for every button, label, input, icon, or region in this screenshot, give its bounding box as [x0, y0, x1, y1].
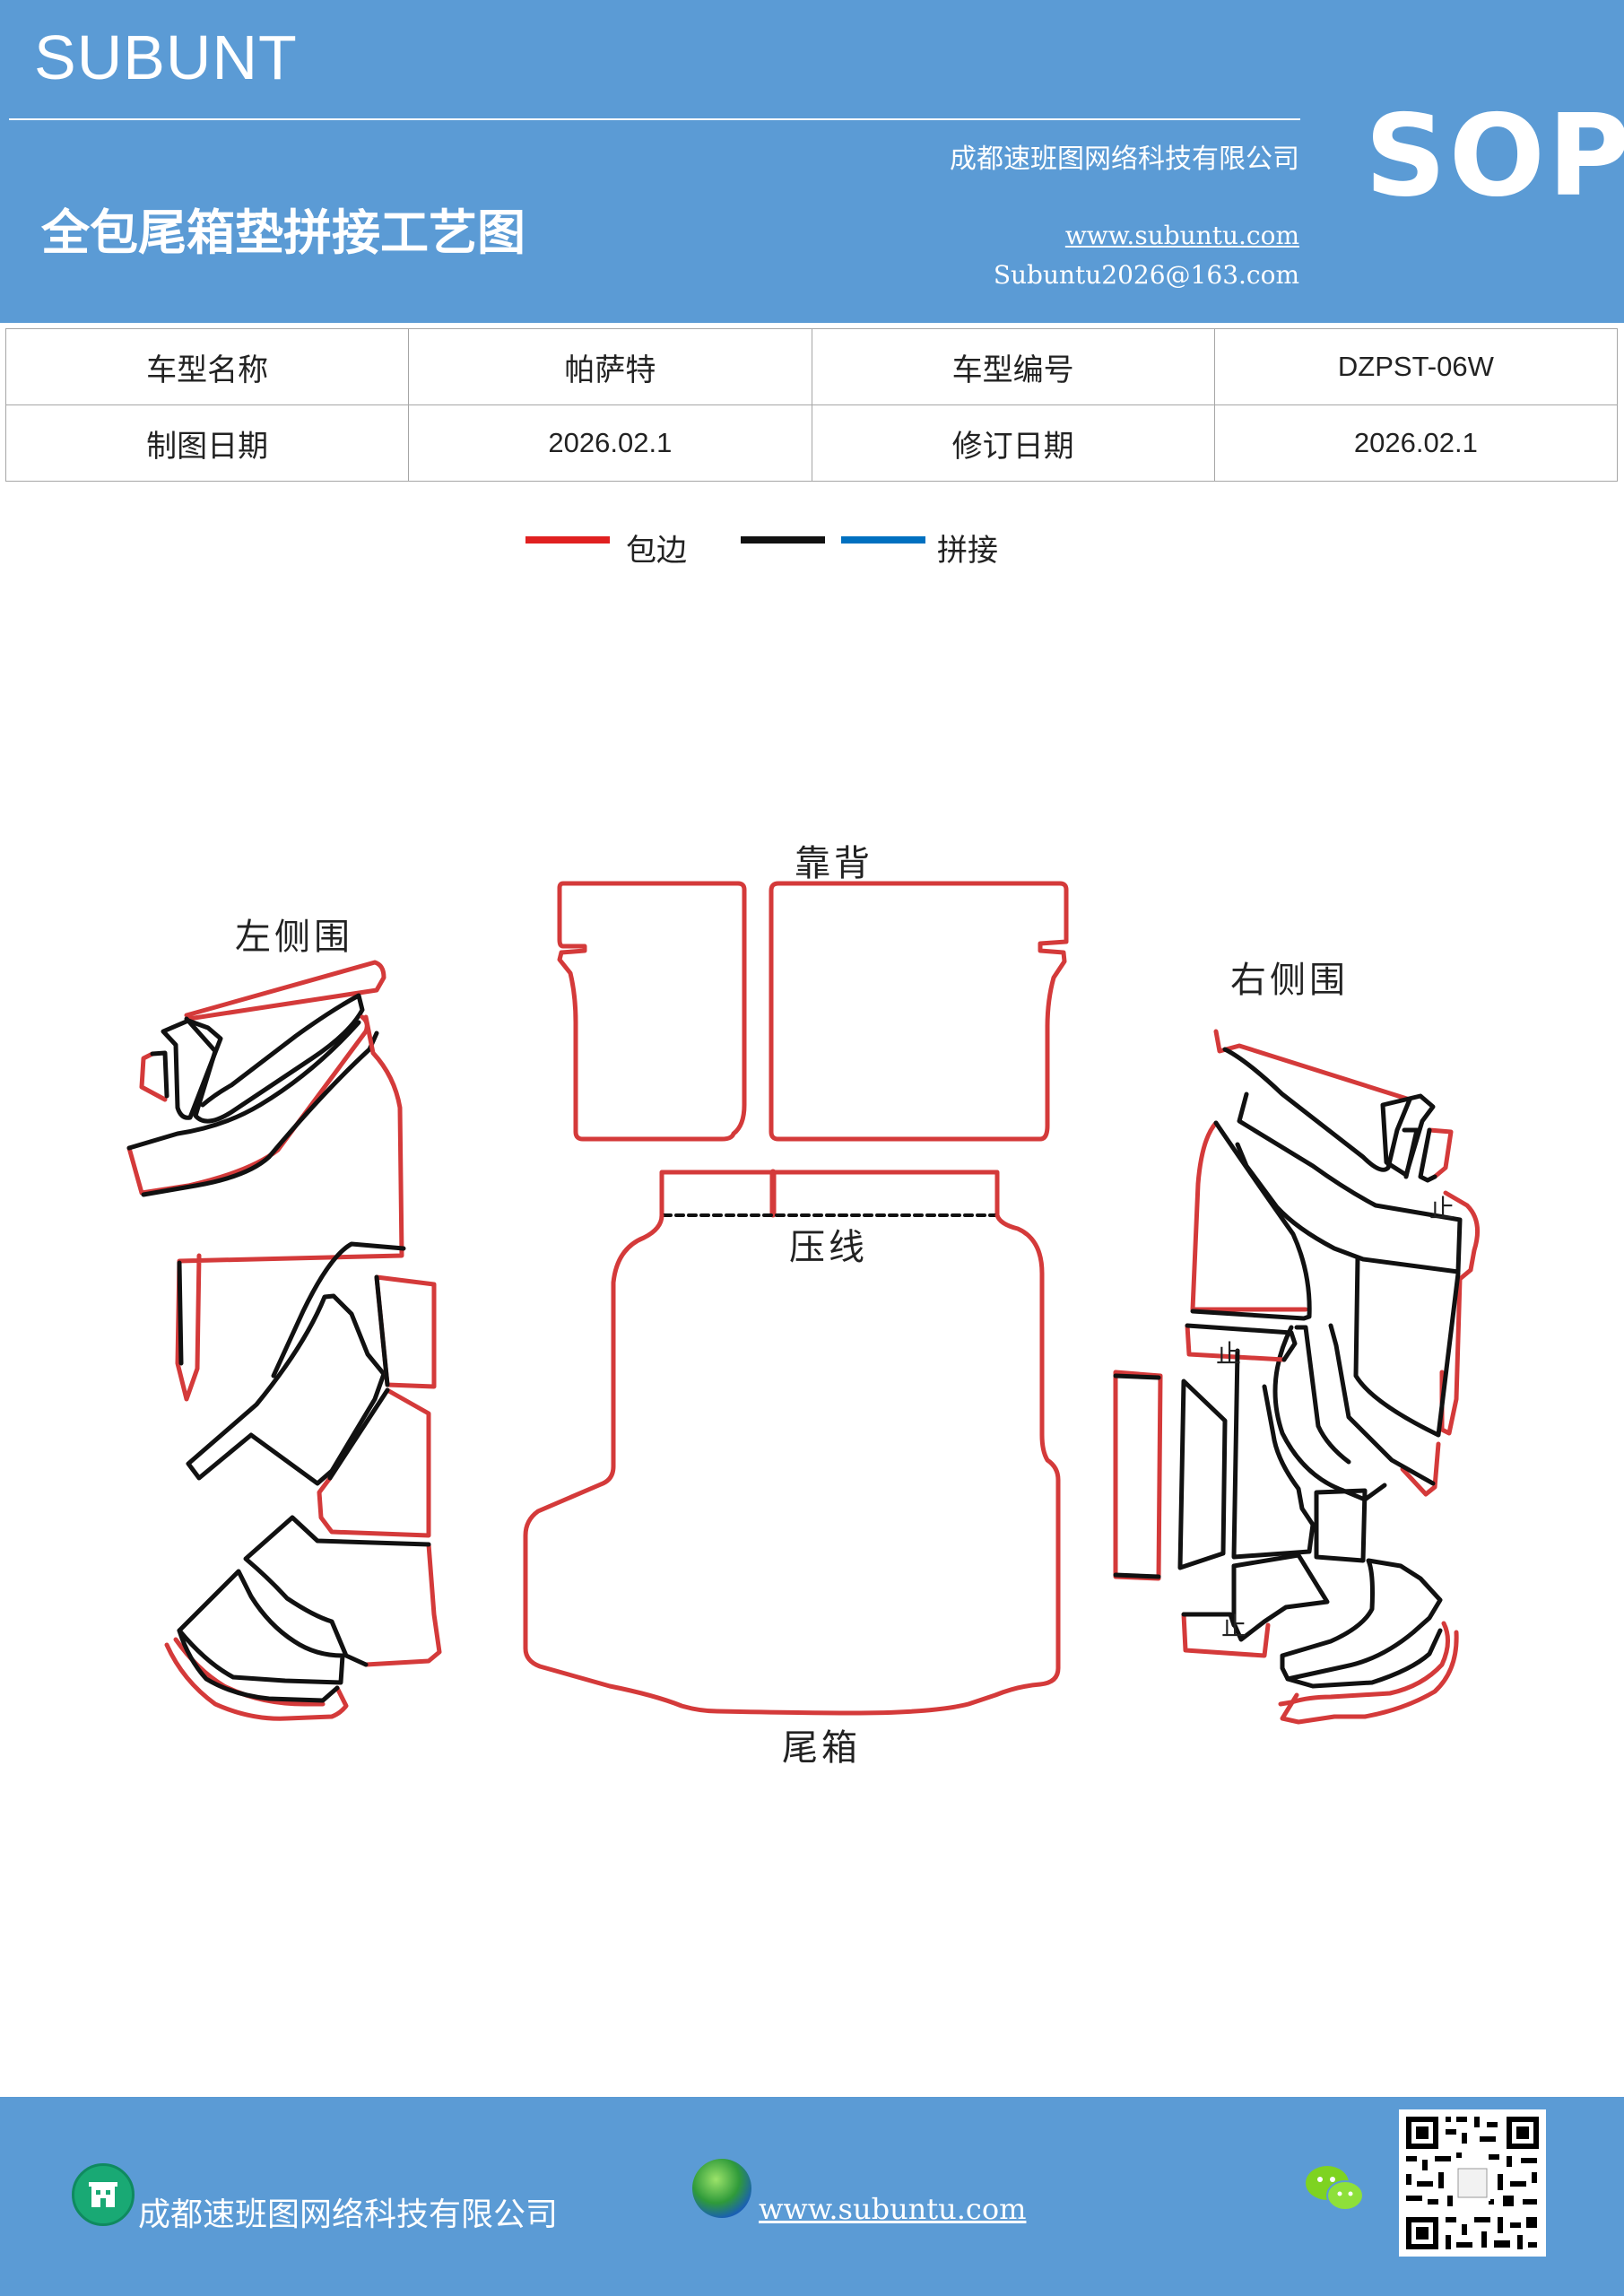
stop-mark-3: 止 — [1221, 1612, 1247, 1641]
globe-icon — [692, 2159, 751, 2218]
header-email: Subuntu2026@163.com — [993, 260, 1299, 290]
right-side-pieces — [1113, 1029, 1481, 1725]
info-table: 车型名称 帕萨特 车型编号 DZPST-06W 制图日期 2026.02.1 修… — [4, 328, 1619, 482]
model-code-label: 车型编号 — [811, 328, 1215, 405]
stop-mark-2: 止 — [1216, 1339, 1242, 1369]
part-label-press-line: 压线 — [789, 1227, 868, 1268]
part-label-trunk: 尾箱 — [782, 1727, 861, 1769]
building-icon — [72, 2163, 135, 2226]
part-label-right-side: 右侧围 — [1230, 960, 1349, 1001]
header-divider — [9, 118, 1300, 120]
trunk-top-strip-right — [772, 1170, 1000, 1218]
draw-date-label: 制图日期 — [4, 404, 410, 482]
header-company: 成都速班图网络科技有限公司 — [950, 144, 1299, 175]
model-name-value: 帕萨特 — [408, 328, 812, 405]
backrest-right-piece — [769, 881, 1069, 1142]
footer-website-link[interactable]: www.subuntu.com — [759, 2192, 1027, 2226]
header-website-link[interactable]: www.subuntu.com — [1064, 221, 1299, 250]
legend-black-swatch — [741, 536, 825, 544]
table-row: 车型名称 帕萨特 车型编号 DZPST-06W — [4, 328, 1619, 405]
revise-date-label: 修订日期 — [811, 404, 1215, 482]
part-label-backrest: 靠背 — [795, 843, 873, 884]
legend-splice-label: 拼接 — [937, 533, 998, 569]
legend-edge-swatch — [525, 536, 610, 544]
part-label-left-side: 左侧围 — [235, 917, 353, 958]
header-banner — [0, 0, 1624, 323]
table-row: 制图日期 2026.02.1 修订日期 2026.02.1 — [4, 404, 1619, 482]
model-name-label: 车型名称 — [4, 328, 410, 405]
left-side-pieces — [126, 960, 442, 1721]
legend-splice-swatch — [841, 536, 925, 544]
wechat-icon — [1306, 2166, 1364, 2211]
backrest-left-piece — [557, 881, 747, 1142]
document-title: 全包尾箱垫拼接工艺图 — [41, 204, 525, 261]
stop-mark-1: 止 — [1429, 1194, 1455, 1223]
footer-company: 成都速班图网络科技有限公司 — [138, 2196, 559, 2233]
trunk-top-strip-left — [659, 1170, 774, 1218]
draw-date-value: 2026.02.1 — [408, 404, 812, 482]
qr-code[interactable] — [1399, 2109, 1546, 2257]
legend-edge-label: 包边 — [626, 533, 687, 569]
revise-date-value: 2026.02.1 — [1213, 404, 1619, 482]
trunk-main-piece — [523, 1213, 1061, 1716]
sop-badge: SOP — [1365, 90, 1624, 222]
brand-logo-text: SUBUNT — [34, 22, 298, 92]
model-code-value: DZPST-06W — [1213, 328, 1619, 405]
